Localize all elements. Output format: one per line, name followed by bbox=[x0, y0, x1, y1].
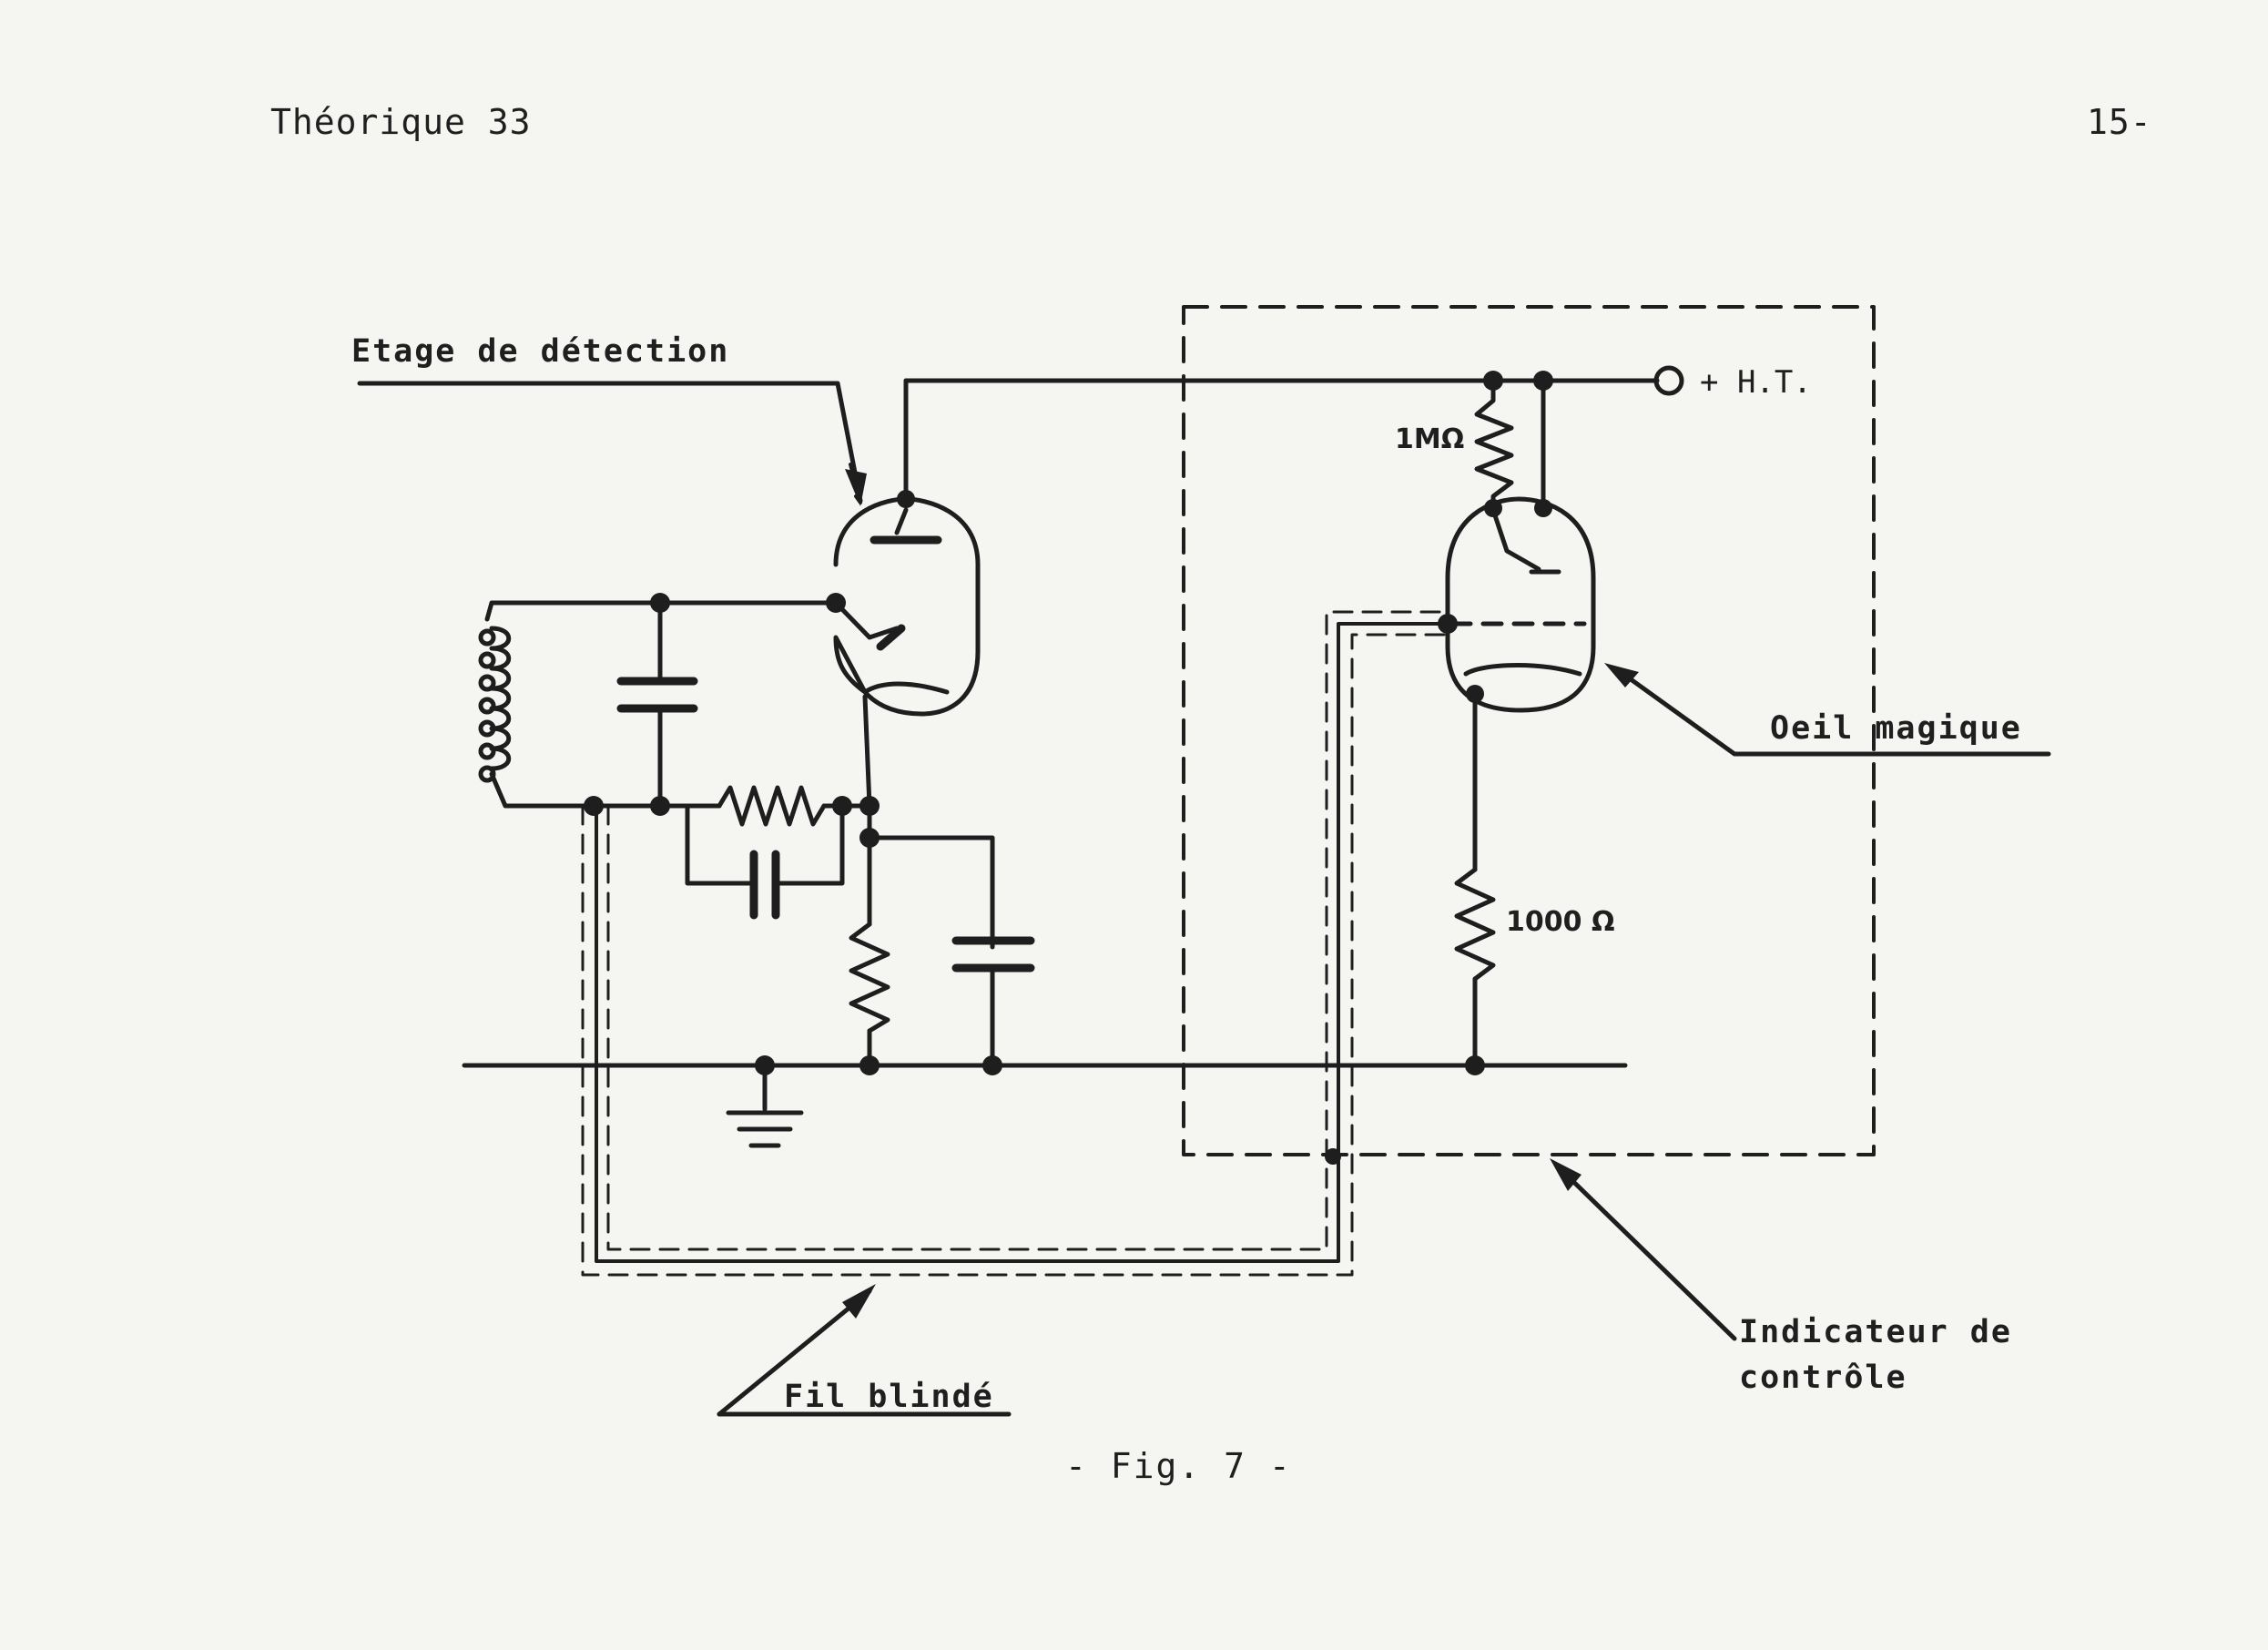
label-resistor-1m: 1MΩ bbox=[1395, 423, 1465, 455]
indicateur-leader-line bbox=[1556, 1165, 1737, 1341]
coil-top-wire bbox=[484, 600, 663, 622]
coil-bottom-wire bbox=[489, 771, 663, 809]
leader-arrowheads bbox=[842, 469, 1639, 1319]
detection-cathode-lead bbox=[862, 694, 872, 809]
magic-eye-cathode bbox=[1463, 663, 1582, 677]
page-header-title: Théorique 33 bbox=[270, 102, 532, 142]
indicateur-dashed-box bbox=[1182, 305, 1876, 1156]
label-etage-detection: Etage de détection bbox=[351, 333, 730, 370]
shielded-wire-shield-outer bbox=[581, 633, 1449, 1277]
ht-terminal bbox=[1653, 365, 1684, 396]
junction-dots bbox=[584, 371, 1553, 1165]
oeil-leader-line bbox=[1618, 669, 2051, 757]
detection-tube-envelope bbox=[833, 496, 981, 717]
shielded-wire-core bbox=[595, 622, 1449, 1263]
label-resistor-1000: 1000 Ω bbox=[1506, 906, 1615, 938]
resistor-1000 bbox=[1454, 867, 1496, 982]
label-fil-blinde: Fil blindé bbox=[784, 1379, 994, 1415]
label-oeil-magique: Oeil magique bbox=[1770, 710, 2022, 747]
shielded-wire-shield-inner bbox=[606, 610, 1449, 1251]
detection-tube-diode bbox=[833, 600, 900, 640]
label-ht: + H.T. bbox=[1700, 364, 1812, 401]
load-resistor bbox=[849, 922, 890, 1034]
magic-eye-target bbox=[1490, 507, 1541, 572]
fil-leader-line bbox=[717, 1288, 872, 1417]
label-indicateur-controle: Indicateur de contrôle bbox=[1739, 1314, 2012, 1396]
grid-leak-resistor bbox=[717, 785, 827, 827]
coil bbox=[489, 626, 512, 771]
resistor-1m bbox=[1474, 378, 1514, 508]
etage-leader-line bbox=[357, 381, 863, 504]
magic-eye-envelope bbox=[1445, 496, 1596, 713]
figure-caption: - Fig. 7 - bbox=[1065, 1446, 1292, 1486]
page-number: 15- bbox=[2087, 102, 2152, 142]
